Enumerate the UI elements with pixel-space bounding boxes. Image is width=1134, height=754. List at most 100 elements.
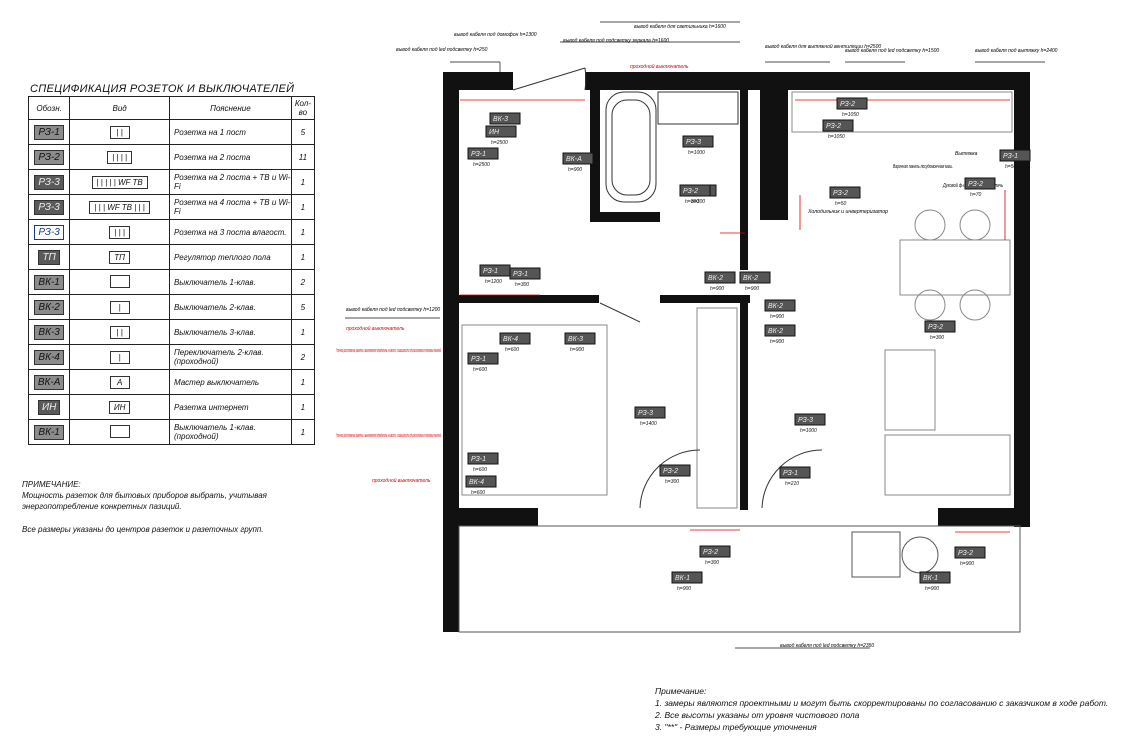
outlet-code: ВК-1 [923,575,938,582]
outlet-code: РЗ-2 [928,324,943,331]
outlet-height: h=300 [515,282,529,288]
outlet-symbol [919,571,951,584]
outlet-symbol [964,177,996,190]
entry-door [512,67,587,91]
table-row: РЗ-3 | | | | | WF TB Розетка на 2 поста + … [27,169,316,195]
outlet-symbol [682,135,714,148]
outlet-code: ВК-1 [675,575,690,582]
row-qty: 1 [300,402,306,412]
outlet-symbol [562,152,594,165]
outlet-symbol [954,546,986,559]
outlet-symbol [704,271,736,284]
outlet-height: h=2500 [473,162,490,168]
outlet-code: РЗ-3 [798,417,813,424]
outlet-symbol [822,119,854,132]
outlet-code: РЗ-3 [638,410,653,417]
code-badge: РЗ-3 [34,224,64,240]
outlet-height: h=2500 [491,140,508,146]
symbol-view: | | | [109,225,130,239]
left-note-heading: ПРИМЕЧАНИЕ: [22,480,81,489]
row-description: Регулятор теплого пола [173,252,271,262]
row-description: Разетка интернет [173,402,249,412]
outlet-code: ИН [489,129,500,136]
label-mirror: вывод кабеля под подсветку зеркала h=160… [563,38,669,44]
code-badge: РЗ-3 [34,199,64,215]
wall-right [1014,72,1030,527]
chair [914,289,946,321]
symbol-view: | | | WF TB | | | [89,200,150,214]
sink-counter [657,91,739,125]
outlet-symbol [679,184,711,197]
bottom-note-item-3: 3. "**" - Размеры требующие уточнения [655,722,817,732]
row-description: Розетка на 2 поста [173,152,251,162]
outlet-code: РЗ-2 [826,123,841,130]
outlet-height: h=600 [505,347,519,353]
wall-bottom-right [938,508,1030,526]
legend-title: СПЕЦИФИКАЦИЯ РОЗЕТОК И ВЫКЛЮЧАТЕЛЕЙ [30,83,295,95]
outlet-height: h=1050 [842,112,859,118]
outlet-code: РЗ-1 [513,271,528,278]
table-row: ВК-4|Переключатель 2-клав. (проходной)2 [27,344,316,370]
bed [461,324,608,496]
outlet-code: РЗ-1 [471,356,486,363]
code-badge: ВК-3 [34,324,64,340]
outlet-code: ВК-2 [708,275,723,282]
bottom-note: Примечание: 1. замеры являются проектным… [655,685,1108,733]
row-description: Розетка на 4 поста + ТВ и Wi-Fi [173,198,291,216]
code-badge: ВК-2 [34,299,64,315]
dryer-rack [851,531,901,578]
outlet-height: h=900 [677,586,691,592]
row-description: Розетка на 1 пост [173,127,246,137]
outlet-symbol [836,97,868,110]
code-badge: РЗ-1 [34,124,64,140]
balcony-door [639,449,701,509]
label-passthrough: проходной выключатель [630,63,689,70]
table-row: ВК-2|Выключатель 2-клав.5 [27,294,316,320]
table-header-row: Обозн. Вид Пояснение Кол-во [27,96,316,120]
left-note-line1: Мощность разеток для бытовых приборов вы… [22,491,267,511]
wall-bath-right [740,90,748,270]
symbol-view [109,424,130,438]
sofa [884,434,1011,496]
left-labels: вывод кабеля под led подсветку h=1200 пр… [336,307,441,484]
row-description: Розетка на 2 поста + ТВ и Wi-Fi [173,173,291,191]
outlet-code: ВК-3 [568,336,583,343]
outlet-height: h=50 [1005,164,1016,170]
kitchen-counter [791,91,1013,133]
row-description: Розетка на 3 поста влагост. [173,227,287,237]
label-lamp: вывод кабеля для светильника h=1600 [634,24,726,30]
outlet-height: h=600 [471,490,485,496]
header-desc: Пояснение [168,96,292,120]
balcony-door-2 [761,449,823,509]
outlet-symbol [489,112,521,125]
outlet-code: ВК-4 [469,479,484,486]
outlet-symbol [779,466,811,479]
specification-table: Обозн. Вид Пояснение Кол-во РЗ-1| |Розет… [27,96,316,445]
code-badge: РЗ-3 [34,174,64,190]
outlet-symbol [499,332,531,345]
outlet-height: h=300 [705,560,719,566]
left-note: ПРИМЕЧАНИЕ: Мощность разеток для бытовых… [22,479,322,535]
row-qty: 1 [300,202,306,212]
outlet-code: РЗ-1 [483,268,498,275]
code-badge: РЗ-2 [34,149,64,165]
label-led-2: вывод кабеля под led подсветку h=1500 [845,48,939,54]
outlet-code: РЗ-2 [703,549,718,556]
outlet-symbol [699,545,731,558]
wall-bath-left [590,90,600,220]
outlet-height: h=900 [745,286,759,292]
outlet-height: h=900 [925,586,939,592]
row-description: Переключатель 2-клав. (проходной) [173,348,264,366]
outlet-code: РЗ-2 [968,181,983,188]
outlet-height: h=210 [785,481,799,487]
row-qty: 5 [300,127,306,137]
symbol-view: | | | | | WF TB [91,175,148,189]
outlet-symbol [659,464,691,477]
outlet-symbol [485,125,517,138]
leader-lines [345,21,1045,649]
walls [443,72,1030,632]
